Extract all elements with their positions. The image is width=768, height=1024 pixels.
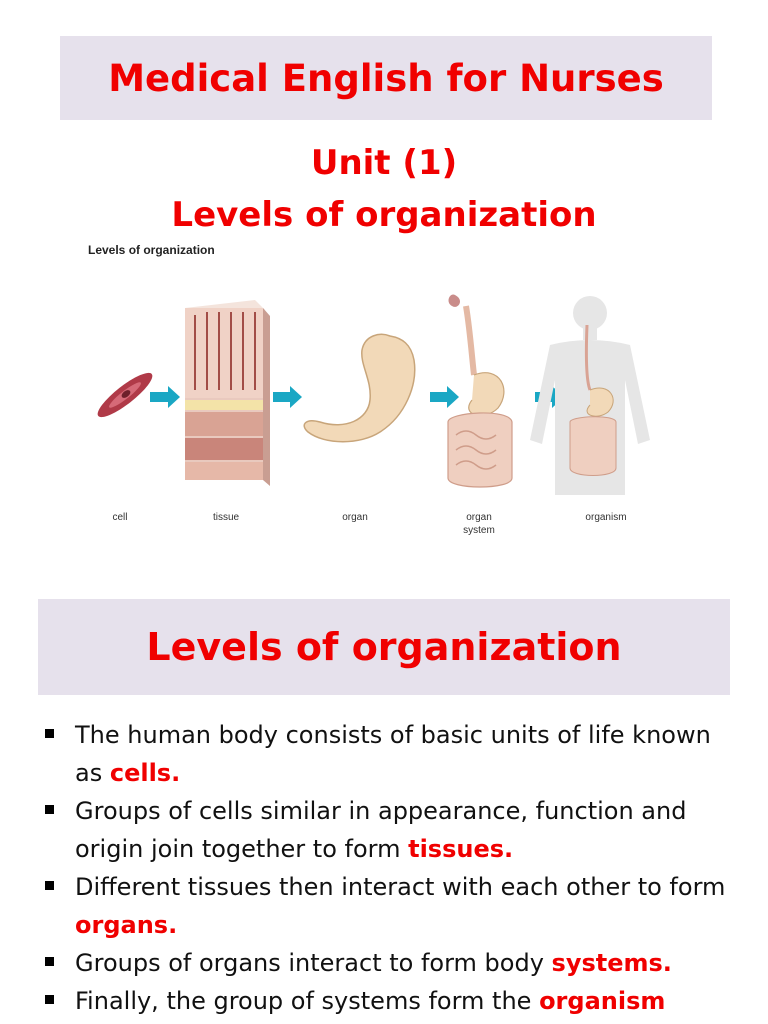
arrow-icon	[430, 386, 459, 408]
unit-subtitle: Levels of organization	[171, 195, 597, 235]
section-heading: Levels of organization	[146, 625, 622, 669]
arrow-icon	[273, 386, 302, 408]
title-banner: Medical English for Nurses	[60, 36, 712, 120]
bullet-list: The human body consists of basic units o…	[44, 716, 744, 1020]
cell-image	[97, 372, 153, 418]
bullet-icon	[45, 805, 54, 814]
organ-label: organ	[342, 512, 368, 523]
bullet-icon	[45, 995, 54, 1004]
unit-label: Unit (1)	[310, 143, 458, 183]
levels-figure: Levels of organization	[80, 240, 680, 545]
figure-title: Levels of organization	[88, 243, 215, 257]
arrow-icon	[150, 386, 180, 408]
organ-system-image	[447, 294, 513, 488]
list-item: The human body consists of basic units o…	[44, 716, 744, 792]
cell-label: cell	[112, 512, 128, 523]
tissue-image	[185, 300, 270, 486]
levels-illustration	[97, 294, 650, 495]
tissue-label: tissue	[212, 512, 240, 523]
organ-system-label: organ system	[463, 512, 495, 536]
slide-title: Medical English for Nurses	[108, 56, 664, 100]
bullet-icon	[45, 729, 54, 738]
list-item: Groups of organs interact to form body s…	[44, 944, 744, 982]
section-banner: Levels of organization	[38, 599, 730, 695]
organ-image	[303, 333, 416, 443]
list-item: Groups of cells similar in appearance, f…	[44, 792, 744, 868]
bullet-icon	[45, 957, 54, 966]
organism-image	[530, 296, 650, 495]
list-item: Finally, the group of systems form the o…	[44, 982, 744, 1020]
bullet-icon	[45, 881, 54, 890]
list-item: Different tissues then interact with eac…	[44, 868, 744, 944]
organism-label: organism	[585, 512, 627, 523]
